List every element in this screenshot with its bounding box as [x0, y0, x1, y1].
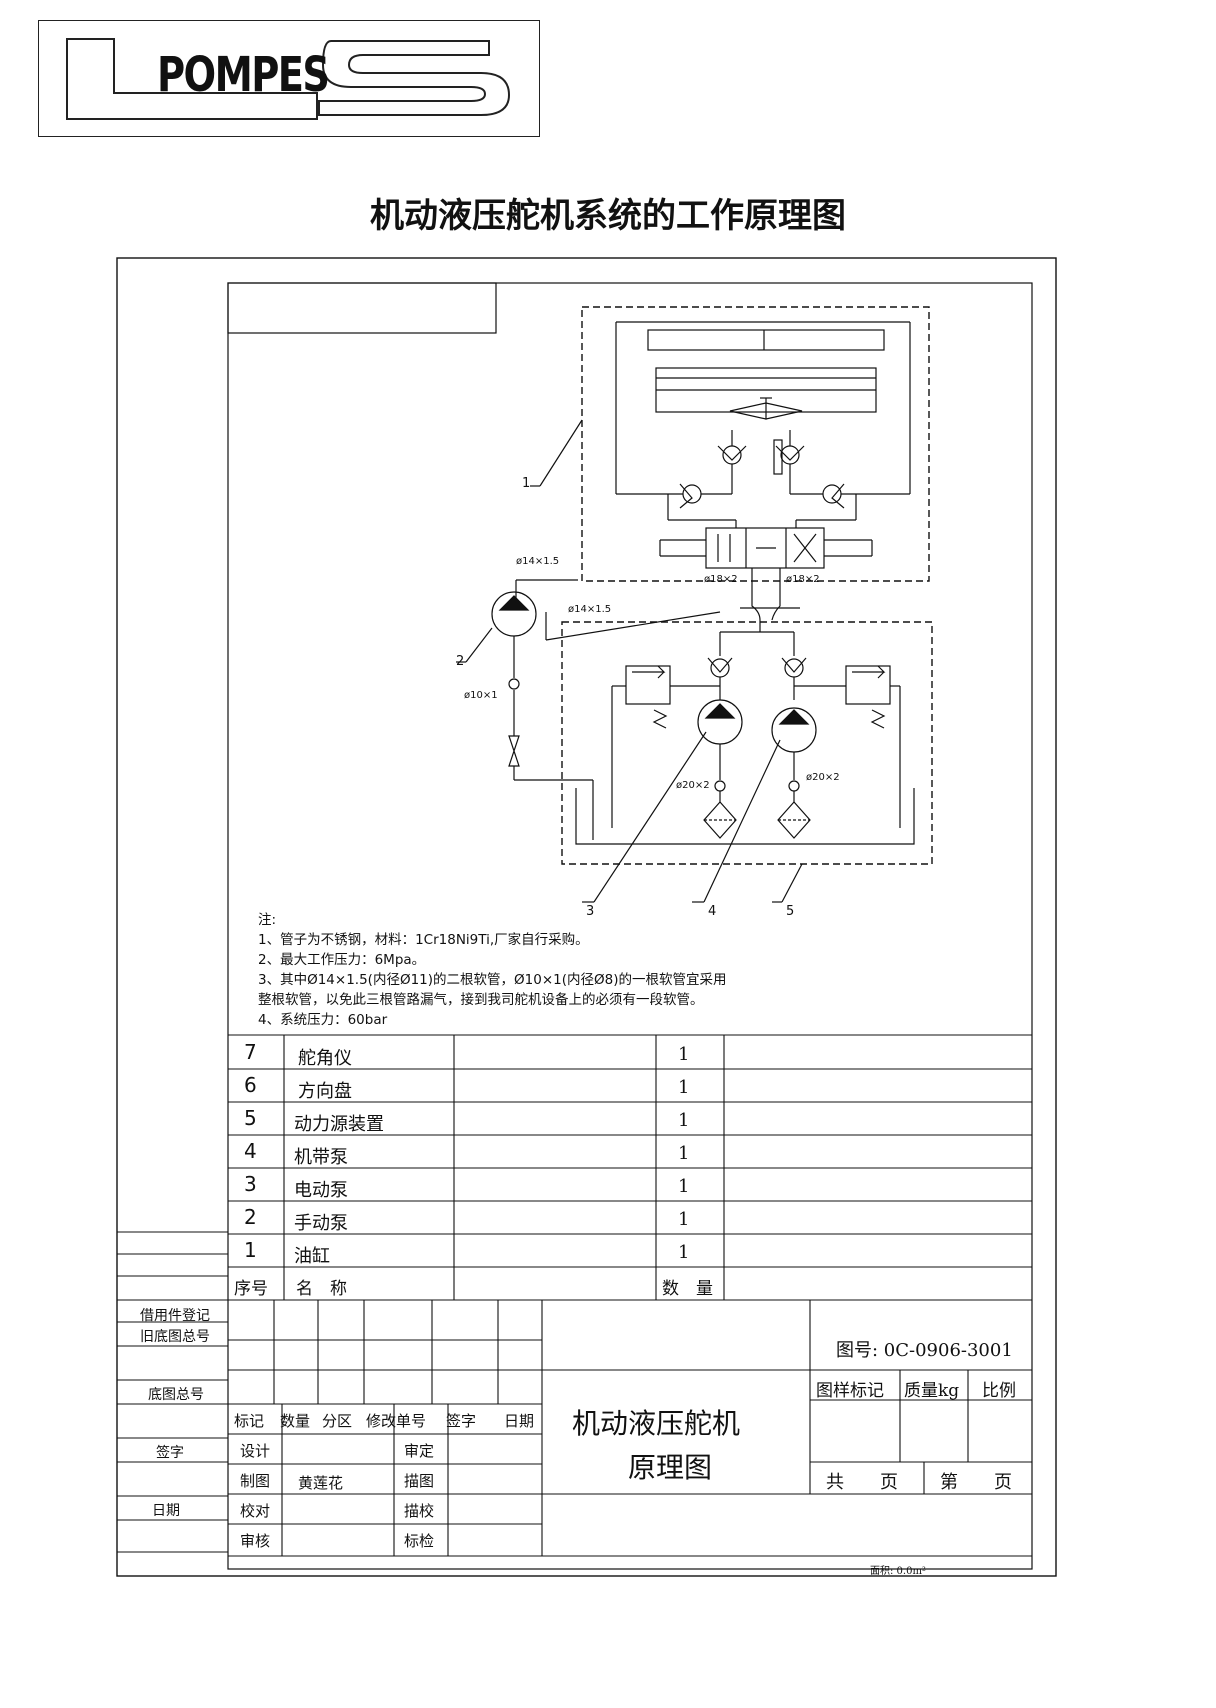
- part-name: 电动泵: [294, 1180, 348, 1201]
- hydraulic-schematic: [456, 306, 933, 903]
- role-label: 审核: [240, 1532, 271, 1550]
- drawing-name-2: 原理图: [628, 1451, 713, 1484]
- note-item: 2、最大工作压力：6Mpa。: [258, 952, 426, 968]
- drafter-name: 黄莲花: [298, 1474, 344, 1492]
- mark-header: 比例: [982, 1381, 1016, 1401]
- side-label: 签字: [156, 1445, 184, 1461]
- callout-3: 3: [586, 904, 595, 919]
- part-qty: 1: [678, 1176, 690, 1197]
- role-label: 审定: [404, 1442, 435, 1460]
- part-name: 方向盘: [298, 1081, 352, 1102]
- part-qty: 1: [678, 1044, 690, 1065]
- part-name: 油缸: [294, 1246, 330, 1267]
- callout-4: 4: [708, 904, 717, 919]
- part-no: 6: [244, 1073, 257, 1097]
- pipe-label-d18-b: ø18×2: [786, 574, 820, 585]
- part-name: 手动泵: [294, 1213, 348, 1234]
- rev-header: 标记: [234, 1412, 265, 1430]
- callout-1: 1: [522, 476, 531, 491]
- page-number: 第 页: [940, 1472, 1012, 1493]
- drawing-number: 图号: 0C-0906-3001: [836, 1340, 1013, 1361]
- callout-2: 2: [456, 654, 465, 669]
- part-name: 动力源装置: [294, 1114, 384, 1135]
- inner-frame: [227, 282, 1033, 1570]
- part-no: 2: [244, 1205, 257, 1229]
- part-name: 舵角仪: [298, 1048, 352, 1069]
- side-label: 旧底图总号: [140, 1329, 210, 1345]
- corner-box: [227, 282, 497, 334]
- note-item: 4、系统压力：60bar: [258, 1012, 388, 1028]
- role-label: 标检: [404, 1532, 435, 1550]
- part-no: 5: [244, 1106, 257, 1130]
- pipe-label-d20-a: ø20×2: [676, 780, 710, 791]
- side-label: 日期: [152, 1503, 180, 1519]
- logo: POMPES: [38, 20, 540, 137]
- total-pages: 共 页: [826, 1472, 898, 1493]
- callout-5: 5: [786, 904, 795, 919]
- header-name: 名 称: [296, 1279, 347, 1299]
- header-no: 序号: [234, 1279, 268, 1299]
- part-name: 机带泵: [294, 1147, 348, 1168]
- logo-graphic: [40, 22, 537, 134]
- note-item: 3、其中Ø14×1.5(内径Ø11)的二根软管，Ø10×1(内径Ø8)的一根软管…: [258, 972, 727, 988]
- note-item: 1、管子为不锈钢，材料：1Cr18Ni9Ti,厂家自行采购。: [258, 932, 589, 948]
- side-label: 底图总号: [148, 1387, 204, 1403]
- area-label: 面积: 0.0m²: [870, 1566, 926, 1577]
- drawing-name: 机动液压舵机: [572, 1407, 741, 1440]
- part-qty: 1: [678, 1242, 690, 1263]
- part-qty: 1: [678, 1077, 690, 1098]
- rev-header: 签字: [446, 1412, 477, 1430]
- role-label: 校对: [240, 1502, 271, 1520]
- note-item: 整根软管，以免此三根管路漏气，接到我司舵机设备上的必须有一段软管。: [258, 992, 704, 1008]
- role-label: 设计: [240, 1442, 271, 1460]
- part-no: 7: [244, 1040, 257, 1064]
- rev-header: 数量: [280, 1412, 311, 1430]
- side-label: 借用件登记: [140, 1308, 210, 1324]
- header-qty: 数 量: [662, 1279, 713, 1299]
- page-title: 机动液压舵机系统的工作原理图: [370, 196, 846, 236]
- part-no: 4: [244, 1139, 257, 1163]
- pipe-label-d14-a: ø14×1.5: [516, 556, 560, 567]
- part-qty: 1: [678, 1110, 690, 1131]
- part-no: 3: [244, 1172, 257, 1196]
- part-qty: 1: [678, 1209, 690, 1230]
- notes: 注: 1、管子为不锈钢，材料：1Cr18Ni9Ti,厂家自行采购。 2、最大工作…: [258, 910, 726, 1030]
- role-label: 制图: [240, 1472, 271, 1490]
- mark-header: 图样标记: [816, 1381, 884, 1401]
- role-label: 描图: [404, 1472, 435, 1490]
- role-label: 描校: [404, 1502, 435, 1520]
- part-qty: 1: [678, 1143, 690, 1164]
- pipe-label-d20-b: ø20×2: [806, 772, 840, 783]
- outer-frame: [116, 257, 1057, 1577]
- dashed-box-power: [561, 621, 933, 865]
- pipe-label-d10: ø10×1: [464, 690, 498, 701]
- rev-header: 分区: [322, 1412, 353, 1430]
- notes-heading: 注:: [258, 912, 277, 928]
- logo-text: POMPES: [157, 47, 330, 103]
- dashed-box-cylinder: [581, 306, 930, 582]
- part-no: 1: [244, 1238, 257, 1262]
- rev-header: 日期: [504, 1412, 535, 1430]
- pipe-label-d14-b: ø14×1.5: [568, 604, 612, 615]
- rev-header: 修改单号: [366, 1412, 427, 1430]
- pipe-label-d18-a: ø18×2: [704, 574, 738, 585]
- mark-header: 质量kg: [904, 1381, 960, 1401]
